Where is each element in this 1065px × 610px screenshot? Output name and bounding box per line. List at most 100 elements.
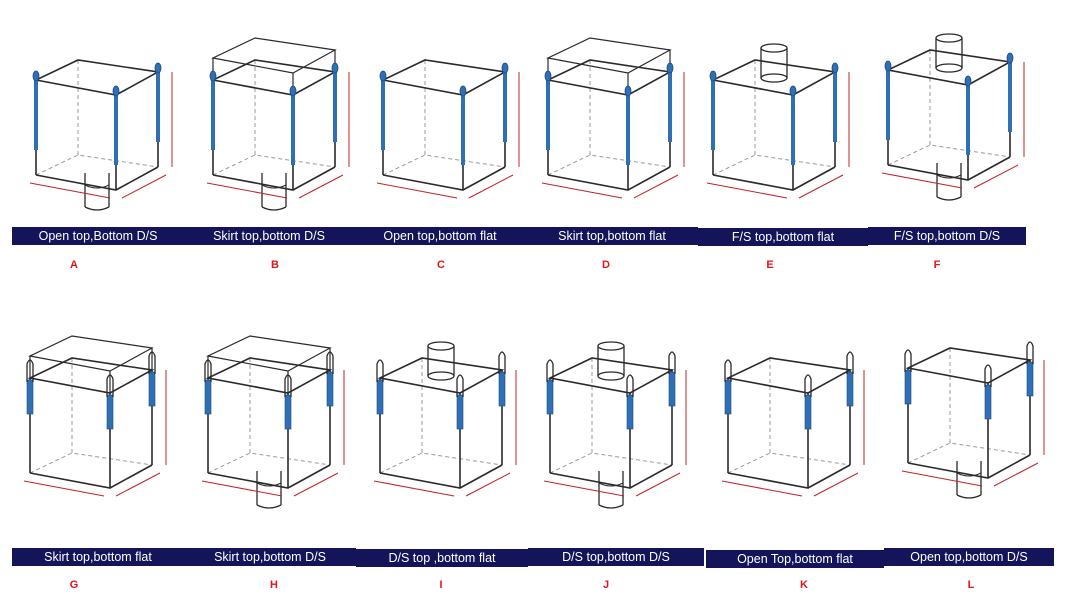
bag-top-rim [33,59,161,96]
discharge-spout-end [84,206,110,211]
loop-strap [711,80,715,150]
loop-strap [546,80,550,150]
loop-strap [34,80,38,150]
loop-strap [833,72,837,142]
loop-strap [503,72,507,142]
loop-strap [791,95,795,165]
loop-strap [886,70,890,140]
dimension-width [706,182,788,199]
cross-loop-strap [26,379,34,415]
hidden-edge [35,154,159,176]
bag-bottom-edge [35,166,159,191]
cross-loop-strap [148,371,156,407]
hidden-edge [549,452,673,474]
loop-head [331,62,339,74]
loop-head [544,70,552,82]
discharge-spout-end [956,494,982,499]
caption-l: Open top,bottom D/S [884,548,1054,566]
caption-k: Open Top,bottom flat [706,550,884,568]
bag-diagram-k [700,338,878,548]
dimension-depth [298,174,344,199]
cross-loop-strap [106,394,114,430]
spout-opening [597,341,625,351]
bag-diagram-c [355,40,533,250]
bag-b-drawing [206,37,350,211]
cross-loop-strap [904,369,912,405]
cross-loop-strap [284,394,292,430]
loop-head [884,60,892,72]
label-b: B [271,259,279,271]
bag-d-drawing [541,37,685,199]
bag-top-rim [380,59,508,96]
caption-e: F/S top,bottom flat [698,228,868,246]
dimension-width [23,480,105,497]
cross-loop-arch [846,351,854,374]
dimension-width [373,480,455,497]
hidden-edge [712,154,836,176]
dimension-width [881,172,963,189]
cross-loop-arch [204,359,212,382]
discharge-spout-end [261,206,287,211]
loop-strap [381,80,385,150]
bag-diagram-e [685,40,863,250]
bag-bottom-edge [907,454,1031,479]
bag-bottom-edge [547,166,671,191]
cross-loop-arch [284,374,292,397]
cross-loop-strap [326,371,334,407]
hidden-edge [29,452,153,474]
loop-head [964,75,972,87]
bag-i-drawing [373,341,517,497]
cross-loop-arch [26,359,34,382]
hidden-edge [887,144,1011,166]
cross-loop-strap [456,394,464,430]
cross-loop-arch [804,374,812,397]
cross-loop-arch [456,374,464,397]
bag-bottom-edge [382,166,506,191]
cross-loop-arch [626,374,634,397]
cross-loop-strap [804,394,812,430]
bag-top-rim [905,347,1033,384]
loop-head [209,70,217,82]
discharge-spout-end [936,196,962,201]
loop-strap [1008,62,1012,132]
hidden-edge [379,452,503,474]
bag-diagram-g [2,335,180,548]
bag-bottom-edge [379,464,503,489]
cross-loop-arch [106,374,114,397]
bag-c-drawing [376,59,520,199]
bag-diagram-f [860,30,1038,240]
bag-diagram-b [185,37,363,250]
spout-tie [956,472,982,477]
cross-loop-arch [984,364,992,387]
bag-e-drawing [706,43,850,199]
discharge-spout-end [256,504,282,509]
bag-top-rim [547,357,675,394]
bag-diagram-d [520,37,698,250]
cross-loop-strap [846,371,854,407]
label-j: J [602,579,610,591]
spout-tie [936,174,962,179]
caption-c: Open top,bottom flat [354,227,526,245]
cross-loop-arch [668,351,676,374]
cross-loop-arch [376,359,384,382]
loop-head [379,70,387,82]
label-i: I [439,579,443,591]
loop-strap [211,80,215,150]
cross-loop-strap [668,371,676,407]
loop-head [666,62,674,74]
dimension-depth [993,462,1039,487]
loop-head [112,85,120,97]
dimension-width [721,480,803,497]
bag-bottom-edge [887,156,1011,181]
label-a: A [70,259,78,271]
loop-head [32,70,40,82]
loop-strap [291,95,295,165]
loop-strap [333,72,337,142]
cross-loop-arch [1026,341,1034,364]
bag-top-rim [885,49,1013,86]
caption-j: D/S top,bottom D/S [528,548,704,566]
loop-strap [668,72,672,142]
spout-base [597,371,625,381]
spout-tie [598,482,624,487]
bag-k-drawing [721,351,865,497]
